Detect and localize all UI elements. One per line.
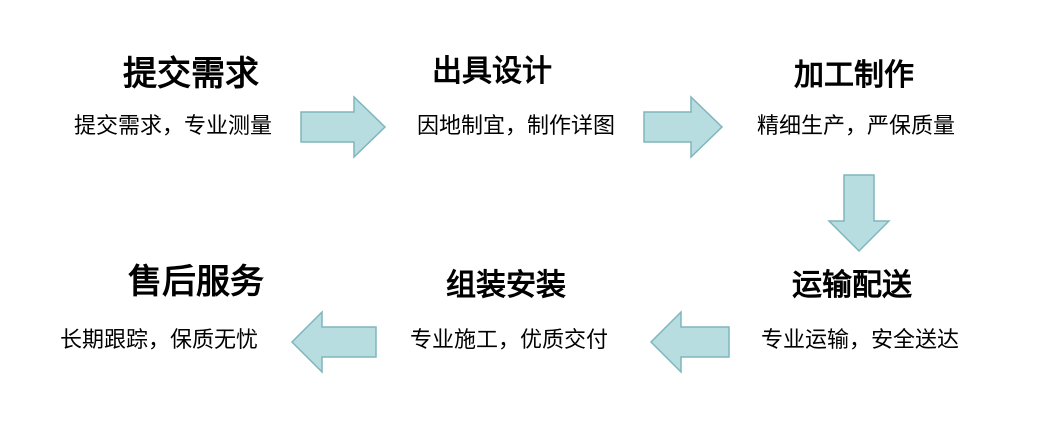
- step-1-desc: 提交需求，专业测量: [73, 114, 272, 139]
- arrow-down-icon: [827, 174, 891, 253]
- step-2-desc: 因地制宜，制作详图: [416, 114, 615, 139]
- step-3-title: 加工制作: [794, 58, 914, 93]
- arrow-right-icon: [300, 95, 387, 159]
- step-4-title: 运输配送: [792, 268, 912, 303]
- step-1-title: 提交需求: [123, 54, 259, 94]
- arrow-left-icon: [649, 310, 730, 374]
- arrow-right-icon: [643, 95, 724, 159]
- step-6-title: 售后服务: [128, 262, 264, 302]
- step-6-desc: 长期跟踪，保质无忧: [59, 328, 258, 353]
- step-3-desc: 精细生产，严保质量: [756, 114, 955, 139]
- step-5-title: 组装安装: [446, 268, 566, 303]
- step-5-desc: 专业施工，优质交付: [409, 328, 608, 353]
- step-2-title: 出具设计: [432, 54, 552, 89]
- arrow-left-icon: [290, 310, 377, 374]
- step-4-desc: 专业运输，安全送达: [760, 328, 959, 353]
